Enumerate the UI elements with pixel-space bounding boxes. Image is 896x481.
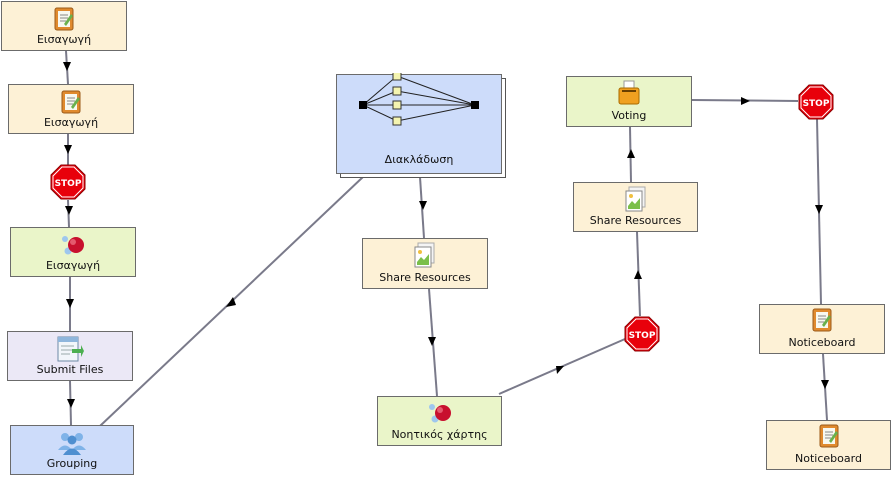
stop-sign-icon: STOP [624, 316, 660, 352]
activity-node-intro-2[interactable]: Εισαγωγή [8, 84, 134, 134]
activity-label: Noticeboard [795, 452, 862, 465]
stop-gate-3[interactable]: STOP [798, 84, 834, 120]
activity-node-share-resources-2[interactable]: Share Resources [573, 182, 698, 232]
activity-label: Share Resources [589, 214, 682, 227]
activity-node-submit-files[interactable]: Submit Files [7, 331, 133, 381]
bubbles-icon [59, 231, 87, 263]
svg-text:STOP: STOP [55, 179, 82, 189]
bubbles-icon [426, 399, 454, 431]
arrowhead-n11-n12 [821, 380, 829, 389]
activity-label: Share Resources [379, 271, 471, 284]
notebook-icon [53, 6, 75, 36]
svg-text:STOP: STOP [629, 331, 656, 341]
activity-node-intro-1[interactable]: Εισαγωγή [1, 1, 127, 51]
arrowhead-s1-n3 [65, 206, 73, 215]
activity-label: Εισαγωγή [45, 259, 101, 272]
arrowhead-n6-n7 [419, 201, 427, 210]
branching-icon [357, 71, 481, 133]
share-resources-icon [623, 186, 649, 218]
activity-node-grouping[interactable]: Grouping [10, 425, 134, 475]
activity-node-noticeboard-1[interactable]: Noticeboard [759, 304, 885, 354]
activity-node-intro-3[interactable]: Εισαγωγή [10, 227, 136, 277]
notebook-icon [811, 307, 833, 337]
activity-label: Εισαγωγή [43, 116, 99, 129]
share-resources-icon [412, 242, 438, 274]
arrowhead-n2-s1 [64, 145, 72, 154]
arrowhead-n9-n10 [627, 149, 635, 158]
activity-node-voting[interactable]: Voting [566, 76, 692, 127]
activity-label: Εισαγωγή [36, 33, 92, 46]
activity-label: Voting [611, 109, 647, 122]
submit-files-icon [56, 335, 84, 367]
activity-label: Διακλάδωση [384, 153, 454, 166]
activity-node-noticeboard-2[interactable]: Noticeboard [766, 420, 891, 470]
activity-label: Noticeboard [788, 336, 856, 349]
stop-gate-1[interactable]: STOP [50, 164, 86, 200]
activity-label: Νοητικός χάρτης [391, 428, 488, 441]
arrowhead-s3-n11 [815, 205, 823, 214]
ballot-box-icon [616, 80, 642, 110]
activity-node-mindmap[interactable]: Νοητικός χάρτης [377, 396, 502, 446]
stop-sign-icon: STOP [50, 164, 86, 200]
arrowhead-n4-n5 [67, 399, 75, 408]
arrowhead-n10-s3 [741, 97, 750, 105]
svg-text:STOP: STOP [803, 99, 830, 109]
stop-gate-2[interactable]: STOP [624, 316, 660, 352]
activity-node-branching[interactable]: Διακλάδωση [336, 71, 502, 174]
arrowhead-s2-n9 [634, 270, 642, 279]
arrowhead-n3-n4 [66, 299, 74, 308]
arrowhead-n7-n8 [428, 337, 436, 346]
stop-sign-icon: STOP [798, 84, 834, 120]
notebook-icon [60, 89, 82, 119]
people-icon [57, 430, 87, 460]
arrowhead-n5-n6 [226, 297, 236, 307]
arrowhead-n1-n2 [63, 62, 71, 71]
activity-node-share-resources-1[interactable]: Share Resources [362, 238, 488, 289]
activity-label: Grouping [46, 457, 98, 470]
activity-label: Submit Files [36, 363, 104, 376]
notebook-icon [818, 423, 840, 453]
arrowhead-n8-s2 [556, 366, 564, 374]
